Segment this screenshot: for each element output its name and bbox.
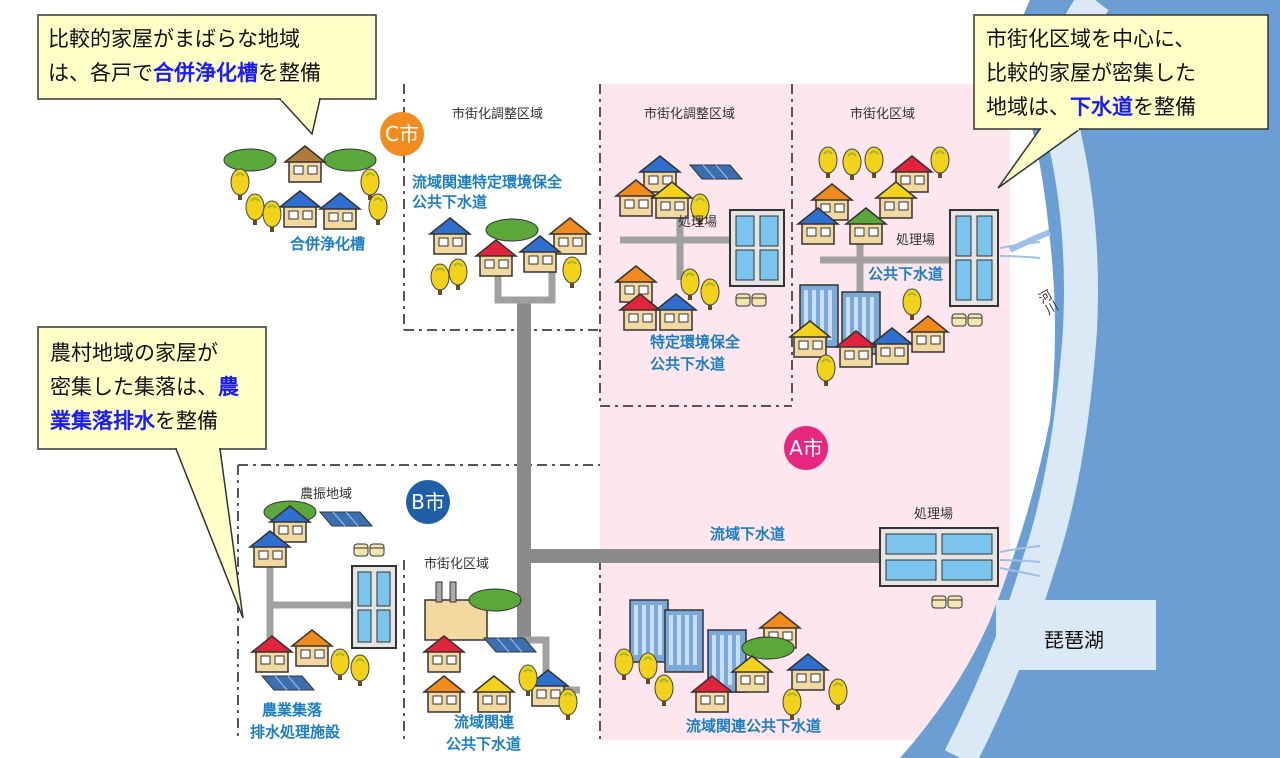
callout-rural-highlight: 業集落排水 [50,409,155,433]
basin-related-label-2: 公共下水道 [446,735,522,753]
callout-c-city: 比較的家屋がまばらな地域 は、各戸で合併浄化槽を整備 [48,22,321,90]
callout-rural-line3: 業集落排水を整備 [50,409,218,433]
callout-a-line1: 市街化区域を中心に、 [986,27,1196,51]
callout-rural-line2: 密集した集落は、農 [50,375,239,399]
septic-label: 合併浄化槽 [290,235,366,253]
river [1008,229,1052,253]
basin-sewer-label: 流域下水道 [710,525,786,543]
zone-b-urban-label: 市街化区域 [424,557,490,572]
callout-c-line2: は、各戸で合併浄化槽を整備 [48,61,321,85]
plant-a-adjust [729,209,785,287]
sewer-pipes [517,300,880,640]
basin-related-public-label: 流域関連公共下水道 [686,717,822,735]
zone-a-adjust-label: 市街化調整区域 [644,107,736,122]
outflow-lines [999,241,1041,577]
callout-c-shape [37,14,377,136]
basin-env-label-1: 流域関連特定環境保全 [412,173,563,191]
c-city-houses [223,145,388,233]
plant-basin-label: 処理場 [914,507,954,522]
callout-b-shape [37,326,267,619]
plant-a-urban [949,209,999,307]
plant-basin [879,527,999,587]
callout-c-line1: 比較的家屋がまばらな地域 [48,27,300,51]
b-urban-houses [423,581,578,721]
zone-a-urban-label: 市街化区域 [850,107,916,122]
zone-c-adjust-label: 市街化調整区域 [452,107,544,122]
c-basin-houses [429,217,591,296]
city-a-badge: A市 [784,426,828,470]
city-b-badge: B市 [406,480,450,524]
callout-a-shape [973,14,1269,189]
farm-label-1: 農業集落 [262,701,323,719]
specific-env-label-2: 公共下水道 [650,355,726,373]
plant-b [351,565,397,649]
callout-a-highlight: 下水道 [1070,95,1133,119]
callout-rural-line1: 農村地域の家屋が [50,341,218,365]
zone-b-farm-label: 農振地域 [300,487,353,502]
callout-a-line2: 比較的家屋が密集した [986,61,1196,85]
callout-a-line3: 地域は、下水道を整備 [986,95,1196,119]
farm-label-2: 排水処理施設 [250,723,341,741]
public-sewer-label: 公共下水道 [868,265,944,283]
lake-biwa-label: 琵琶湖 [1044,628,1104,652]
lake-label-bg [996,600,1156,670]
plant-a-adjust-label: 処理場 [678,215,718,230]
callout-c-highlight: 合併浄化槽 [153,61,258,85]
callout-a-city: 市街化区域を中心に、 比較的家屋が密集した 地域は、下水道を整備 [986,22,1196,124]
basin-env-label-2: 公共下水道 [412,193,488,211]
zone-boundaries [237,84,793,740]
callout-rural: 農村地域の家屋が 密集した集落は、農 業集落排水を整備 [50,336,239,438]
basin-related-label-1: 流域関連 [454,713,515,731]
plant-a-urban-label: 処理場 [896,233,936,248]
specific-env-label-1: 特定環境保全 [650,333,741,351]
city-c-badge: C市 [380,112,424,156]
